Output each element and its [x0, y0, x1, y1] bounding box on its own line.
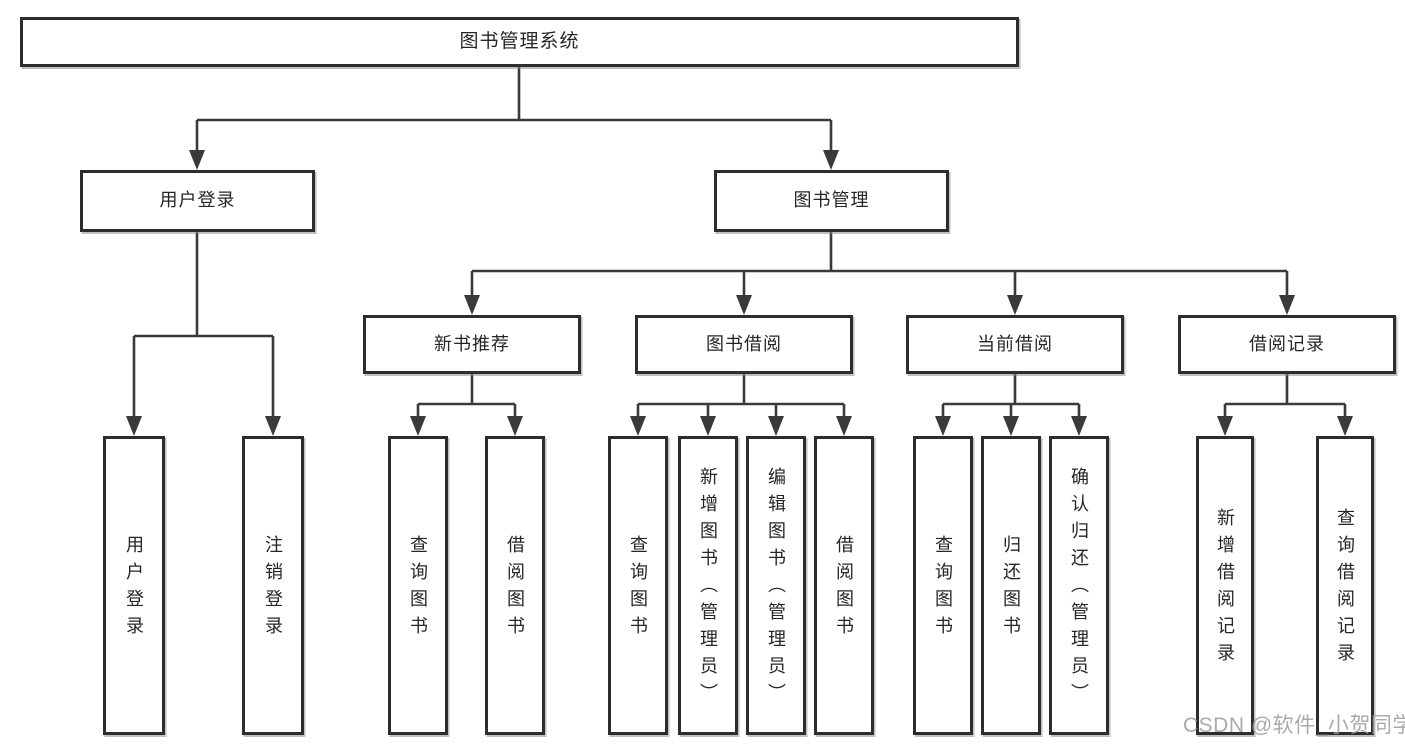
- node-book-borrowing: 图书借阅: [635, 315, 853, 374]
- leaf-borrow-books-recommend: 借阅图书: [485, 436, 545, 735]
- leaf-logout: 注销登录: [242, 436, 304, 735]
- leaf-return-book: 归还图书: [981, 436, 1041, 735]
- node-current-borrowing: 当前借阅: [906, 315, 1124, 374]
- node-system-root: 图书管理系统: [20, 17, 1019, 67]
- leaf-query-books-current: 查询图书: [913, 436, 973, 735]
- node-book-management: 图书管理: [714, 170, 949, 232]
- leaf-query-borrow-record: 查询借阅记录: [1316, 436, 1374, 735]
- leaf-user-login: 用户登录: [103, 436, 165, 735]
- leaf-add-book-admin: 新增图书（管理员）: [678, 436, 738, 735]
- node-user-login: 用户登录: [80, 170, 315, 232]
- leaf-borrow-books-borrowing: 借阅图书: [814, 436, 874, 735]
- node-new-book-recommend: 新书推荐: [363, 315, 581, 374]
- leaf-query-books-borrowing: 查询图书: [608, 436, 668, 735]
- leaf-query-books-recommend: 查询图书: [388, 436, 448, 735]
- node-borrow-records: 借阅记录: [1178, 315, 1396, 374]
- leaf-edit-book-admin: 编辑图书（管理员）: [746, 436, 806, 735]
- leaf-confirm-return-admin: 确认归还（管理员）: [1049, 436, 1109, 735]
- watermark: CSDN @软件_小贺同学: [1183, 714, 1405, 737]
- leaf-add-borrow-record: 新增借阅记录: [1196, 436, 1254, 735]
